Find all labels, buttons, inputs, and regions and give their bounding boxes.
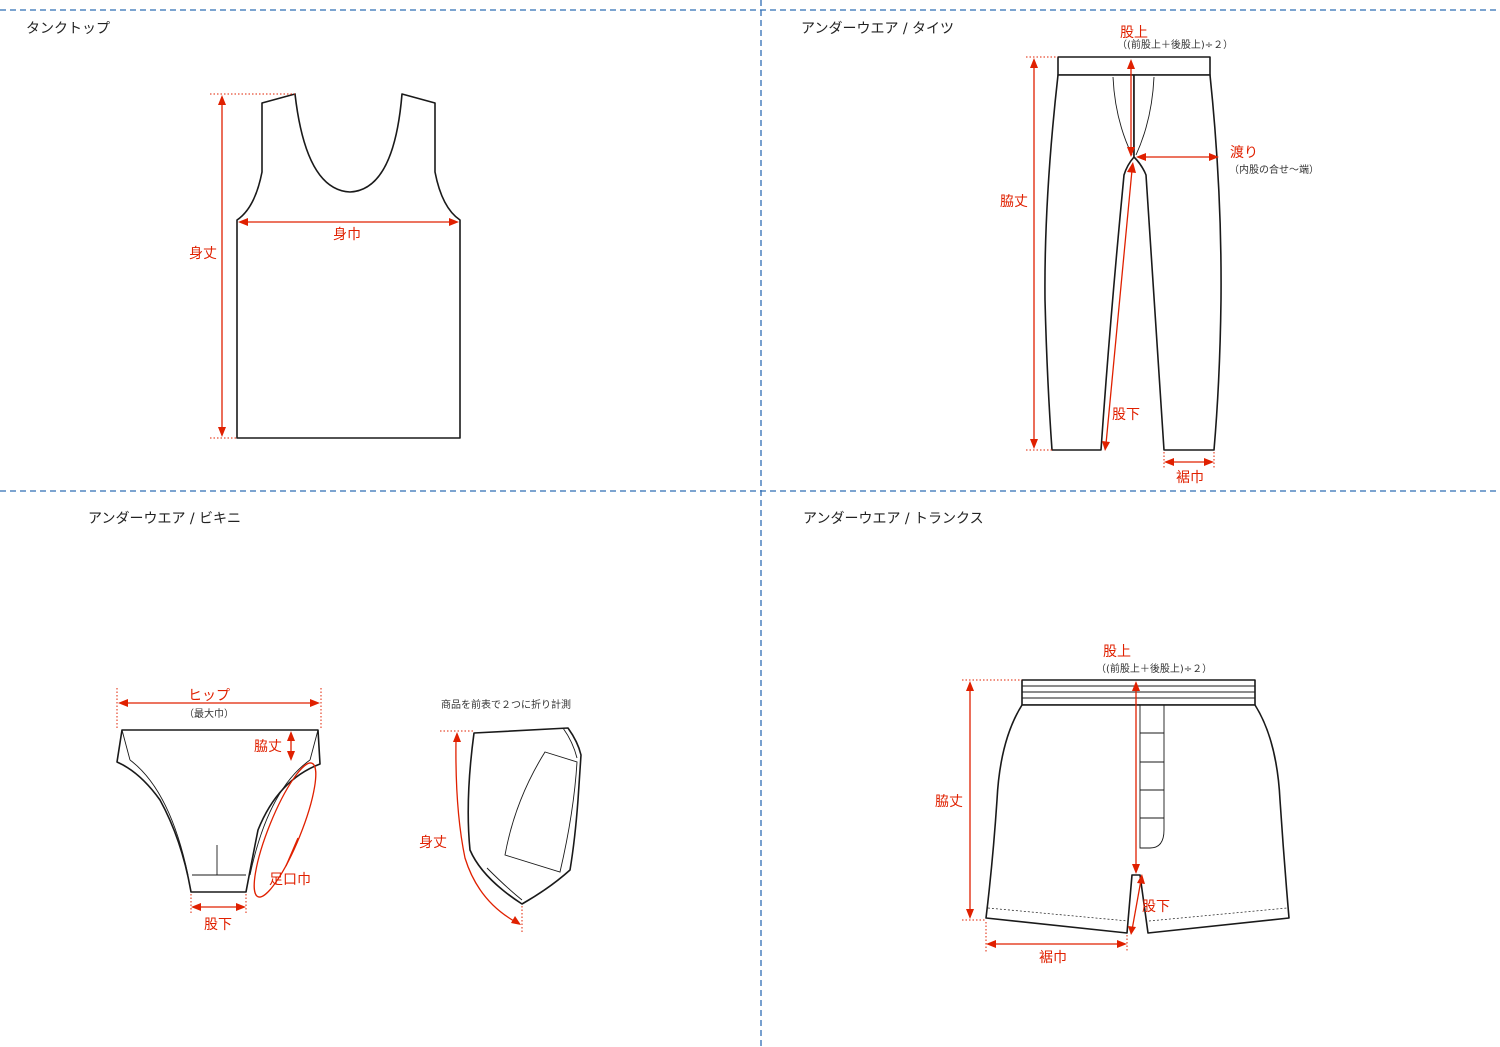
tank-width-arrow-left	[238, 218, 248, 226]
trunks-hem-arrow-left	[986, 940, 996, 948]
trunks-right-hem-stitch	[1148, 907, 1288, 922]
tank-width-arrow-right	[449, 218, 459, 226]
tank-width-label: 身巾	[333, 227, 361, 243]
panel-bikini: アンダーウエア / ビキニ ヒップ （最大巾） 脇丈 足口巾 股下	[88, 511, 582, 933]
trunks-side-label: 脇丈	[935, 794, 963, 810]
trunks-inseam-arrow-top	[1137, 874, 1145, 884]
trunks-side-arrow-top	[966, 681, 974, 691]
bikini-folded-outline	[467, 727, 582, 905]
tights-left-leg	[1044, 74, 1135, 451]
bikini-body-length-curve	[455, 739, 515, 922]
tights-thigh-label: 渡り	[1230, 145, 1258, 161]
trunks-side-arrow-bottom	[966, 909, 974, 919]
tights-hem-arrow-left	[1164, 458, 1174, 466]
tights-thigh-note: （内股の合せ〜端）	[1229, 163, 1319, 176]
trunks-left-hem-stitch	[987, 907, 1129, 922]
bikini-left-side-seam	[121, 729, 131, 761]
trunks-rise-note: （(前股上＋後股上)÷２）	[1096, 662, 1212, 675]
tights-rise-label: 股上	[1120, 25, 1148, 41]
tights-side-arrow-bottom	[1030, 439, 1038, 449]
tights-rise-arrow-bottom	[1127, 147, 1135, 157]
trunks-fly	[1139, 705, 1165, 849]
panel-trunks: アンダーウエア / トランクス 股上 （(前股上＋後股上)÷２） 脇丈	[803, 511, 1290, 966]
tights-thigh-arrow-right	[1209, 153, 1219, 161]
bikini-inseam-arrow-right	[236, 903, 246, 911]
tights-right-leg	[1133, 74, 1222, 451]
trunks-hem-label: 裾巾	[1039, 950, 1067, 966]
tank-length-label: 身丈	[189, 246, 217, 262]
bikini-inseam-arrow-left	[191, 903, 201, 911]
trunks-hem-arrow-right	[1117, 940, 1127, 948]
trunks-body-outline	[985, 704, 1290, 934]
tights-inseam-line	[1105, 169, 1133, 445]
bikini-inseam-label: 股下	[204, 917, 232, 933]
panel-tank-top: タンクトップ 身丈 身巾	[26, 21, 461, 439]
panel-tights: アンダーウエア / タイツ 股上 （(前股上＋後股上)÷２） 渡り （内股の合せ…	[801, 21, 1319, 486]
trunks-rise-arrow-top	[1132, 681, 1140, 691]
bikini-fold-note: 商品を前表で２つに折り計測	[441, 698, 571, 711]
trunks-inseam-line	[1131, 879, 1142, 931]
bikini-hip-arrow-right	[310, 699, 320, 707]
trunks-inseam-arrow-bottom	[1128, 926, 1136, 935]
trunks-waistband	[1021, 679, 1256, 706]
bikini-hip-note: （最大巾）	[184, 707, 234, 720]
bikini-folded-band	[562, 727, 578, 759]
tank-title: タンクトップ	[26, 21, 110, 37]
bikini-leg-opening-label: 足口巾	[269, 872, 311, 888]
tights-gusset-right	[1135, 76, 1155, 156]
tank-length-arrow-top	[218, 95, 226, 105]
tights-inseam-arrow-top	[1127, 162, 1136, 173]
bikini-title: アンダーウエア / ビキニ	[88, 511, 241, 527]
bikini-hip-arrow-left	[118, 699, 128, 707]
bikini-leg-opening-loop	[253, 762, 317, 898]
bikini-body-length-label: 身丈	[419, 835, 447, 851]
bikini-left-leg-binding	[129, 759, 189, 876]
bikini-body-length-arrow-bottom	[511, 916, 521, 925]
tights-waistband	[1057, 56, 1211, 76]
tights-hem-arrow-right	[1204, 458, 1214, 466]
tights-title: アンダーウエア / タイツ	[801, 21, 954, 37]
bikini-hip-label: ヒップ	[188, 688, 230, 704]
tights-hem-label: 裾巾	[1176, 470, 1204, 486]
tights-thigh-arrow-left	[1136, 153, 1146, 161]
tights-inseam-arrow-bottom	[1102, 441, 1110, 451]
bikini-right-leg-binding	[249, 759, 311, 876]
bikini-folded-panel	[504, 751, 578, 873]
bikini-side-label: 脇丈	[254, 739, 282, 755]
bikini-body-length-arrow-top	[453, 732, 461, 742]
bikini-folded-edge	[486, 867, 523, 901]
tights-side-label: 脇丈	[1000, 194, 1028, 210]
tights-rise-note: （(前股上＋後股上)÷２）	[1117, 38, 1233, 51]
bikini-right-side-seam	[309, 729, 319, 761]
tank-top-outline	[236, 93, 461, 439]
trunks-rise-label: 股上	[1103, 644, 1131, 660]
tights-side-arrow-top	[1030, 58, 1038, 68]
trunks-title: アンダーウエア / トランクス	[803, 511, 984, 527]
tights-rise-arrow-top	[1127, 59, 1135, 69]
tights-inseam-label: 股下	[1112, 407, 1140, 423]
trunks-inseam-label: 股下	[1142, 899, 1170, 915]
bikini-leg-opening-pointer	[285, 837, 299, 867]
bikini-side-arrow-top	[287, 731, 295, 741]
tank-length-arrow-bottom	[218, 427, 226, 437]
bikini-side-arrow-bottom	[287, 751, 295, 761]
trunks-rise-arrow-bottom	[1132, 864, 1140, 874]
